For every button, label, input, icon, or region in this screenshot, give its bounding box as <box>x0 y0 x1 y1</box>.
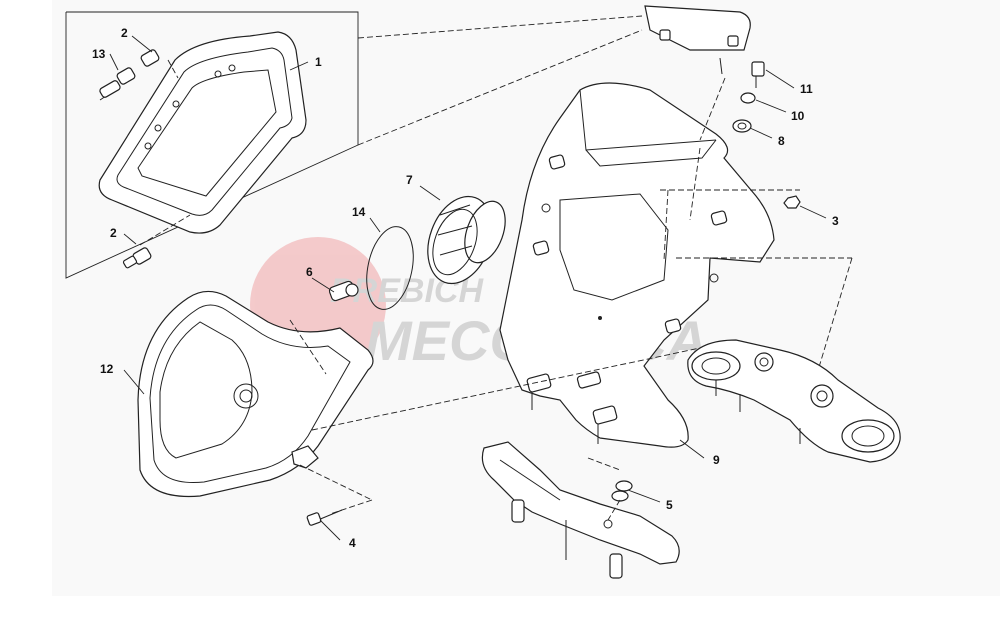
callout-2-lower: 2 <box>110 226 117 240</box>
callout-5: 5 <box>666 498 673 512</box>
leader-lines <box>109 35 827 541</box>
screw <box>299 464 373 526</box>
callout-labels: 1 2 2 3 4 5 6 7 8 9 10 11 12 13 14 <box>92 26 839 550</box>
top-cover <box>644 5 751 75</box>
callout-13: 13 <box>92 47 106 61</box>
grommet-upper <box>99 49 160 101</box>
callout-11: 11 <box>800 82 813 96</box>
callout-12: 12 <box>100 362 114 376</box>
instrument-panel-inset <box>65 11 643 279</box>
instrument-frame <box>98 31 307 246</box>
bulb <box>328 280 359 302</box>
callout-7: 7 <box>406 173 413 187</box>
callout-10: 10 <box>791 109 805 123</box>
grommet-lower <box>122 247 152 269</box>
callout-14: 14 <box>352 205 366 219</box>
callout-6: 6 <box>306 265 313 279</box>
nut-washer <box>607 480 633 521</box>
headlight-bracket <box>499 82 775 448</box>
lower-bracket <box>481 441 680 579</box>
callout-8: 8 <box>778 134 785 148</box>
callout-9: 9 <box>713 453 720 467</box>
triple-clamp <box>687 339 901 463</box>
headlight <box>137 290 374 498</box>
callout-1: 1 <box>315 55 322 69</box>
bulb-holder <box>427 195 506 285</box>
bolt-and-washers <box>732 61 765 133</box>
callout-2-upper: 2 <box>121 26 128 40</box>
o-ring <box>366 226 414 310</box>
callout-3: 3 <box>832 214 839 228</box>
callout-4: 4 <box>349 536 356 550</box>
nut <box>783 195 801 209</box>
